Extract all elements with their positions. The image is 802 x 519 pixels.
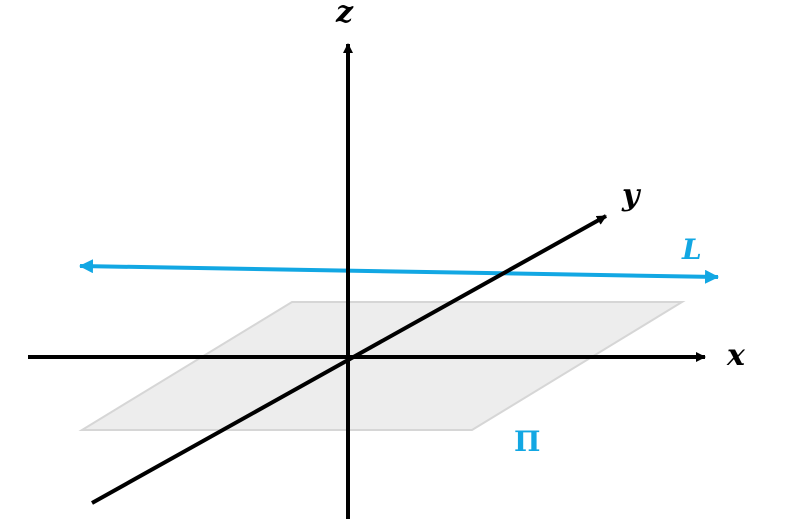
line-l bbox=[79, 259, 719, 284]
x-axis-label: x bbox=[726, 338, 746, 373]
y-axis-label: y bbox=[621, 178, 642, 213]
z-axis-label: z bbox=[335, 0, 354, 30]
plane-pi-label: Π bbox=[514, 425, 540, 458]
line-l-label: L bbox=[681, 233, 702, 266]
plane-pi bbox=[78, 301, 686, 431]
y-axis bbox=[91, 214, 607, 505]
